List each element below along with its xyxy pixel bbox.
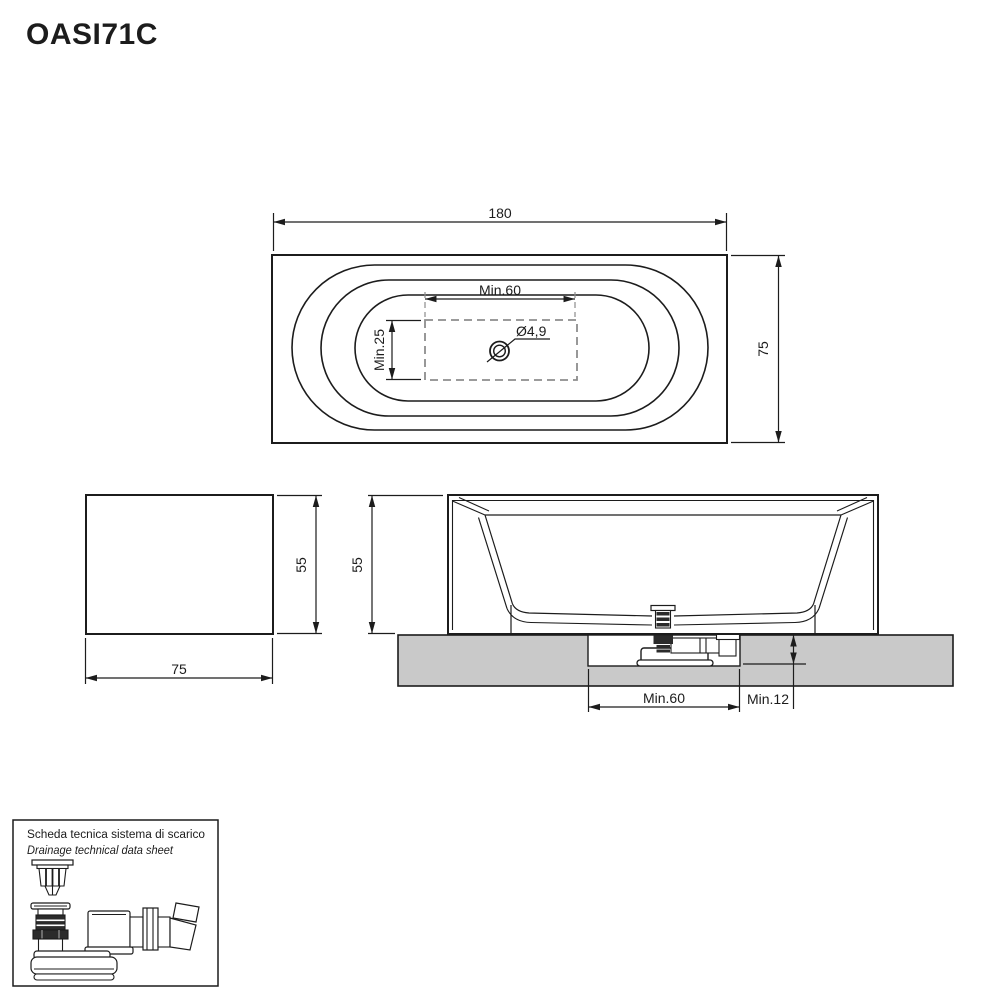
drain-siphon-illustration xyxy=(30,902,200,981)
dim-label-section-height: 55 xyxy=(349,557,365,573)
basin-floor-upper xyxy=(511,603,815,617)
dim-min-width: Min.60 xyxy=(424,282,576,317)
siphon-outlet xyxy=(169,917,197,951)
install-zone-dashed xyxy=(424,319,578,381)
tailpiece-nut xyxy=(653,635,673,644)
tailpiece-rib xyxy=(656,649,670,653)
trap-bowl xyxy=(30,956,118,975)
popup-waste-nut-facets xyxy=(41,930,60,939)
tub-outer-edge-top xyxy=(271,254,728,444)
outlet-pipe xyxy=(670,637,722,654)
dim-recess-depth: Min.12 xyxy=(743,634,806,709)
tub-rim-inner xyxy=(354,294,650,402)
side-view-outline xyxy=(85,494,274,635)
siphon-block xyxy=(87,910,131,953)
popup-waste-ribbed-body xyxy=(35,914,66,931)
waste-rib xyxy=(656,612,670,616)
basin-wall-right xyxy=(812,514,849,609)
tub-rim-outer xyxy=(291,264,709,431)
rim-chamfer-left xyxy=(452,496,490,516)
waste-fitting-section xyxy=(650,604,676,629)
drain-symbol xyxy=(489,340,510,362)
drain-trap-assembly xyxy=(636,627,741,667)
side-view: 55 75 xyxy=(84,494,322,684)
support-edges xyxy=(510,605,816,634)
rim-chamfer-right xyxy=(836,496,874,516)
tailpiece-rib xyxy=(656,645,670,648)
dim-label-recess-depth: Min.12 xyxy=(747,691,789,707)
dim-top-width: 180 xyxy=(272,205,728,251)
siphon-pipe-1 xyxy=(129,916,144,948)
strainer-clips xyxy=(45,868,60,886)
waste-rib xyxy=(656,617,670,621)
trap-bottom-lip xyxy=(33,973,115,981)
tub-section xyxy=(447,494,879,635)
popup-waste-nut xyxy=(32,929,69,940)
dim-label-width: 180 xyxy=(488,205,512,221)
drain-inner-circle xyxy=(493,344,507,358)
strainer-flange xyxy=(31,859,74,866)
waste-flange xyxy=(650,604,676,612)
dim-label-side-height: 55 xyxy=(293,557,309,573)
waste-rib xyxy=(656,623,670,627)
dim-min-depth: Min.25 xyxy=(371,319,421,381)
popup-waste-rib-gap xyxy=(36,924,65,927)
dim-label-side-width: 75 xyxy=(171,661,187,677)
siphon-flange-lines xyxy=(146,908,154,950)
section-view: 55 Min.60 Min.12 xyxy=(349,494,954,712)
dim-recess-width: Min.60 xyxy=(587,669,741,712)
datasheet-box: Scheda tecnica sistema di scarico Draina… xyxy=(12,819,219,987)
leader-line xyxy=(486,338,550,363)
popup-waste-rib-gap xyxy=(36,919,65,922)
popup-waste-neck xyxy=(37,908,64,916)
drain-strainer-illustration xyxy=(31,859,74,896)
dim-section-height: 55 xyxy=(349,494,443,635)
dim-label-min-depth: Min.25 xyxy=(371,329,387,371)
dim-side-height: 55 xyxy=(277,494,322,635)
dim-label-min-width: Min.60 xyxy=(479,282,521,298)
drain-outer-circle xyxy=(489,340,510,362)
dim-label-height: 75 xyxy=(755,341,771,357)
dim-top-height: 75 xyxy=(731,254,785,444)
datasheet-title-en: Drainage technical data sheet xyxy=(27,845,174,857)
tub-rim-middle xyxy=(320,279,680,417)
drain-diameter-callout: Ø4,9 xyxy=(486,323,550,363)
top-view: 180 75 Min.60 Min.25 Ø4,9 xyxy=(271,205,785,444)
dim-side-width: 75 xyxy=(84,638,274,684)
pipe-flange-lines xyxy=(699,638,707,653)
siphon-outlet-cap xyxy=(172,902,200,923)
basin-floor-lower xyxy=(506,608,820,626)
extension-lines xyxy=(368,494,443,635)
dim-label-recess-width: Min.60 xyxy=(643,690,685,706)
siphon-flange-disc xyxy=(142,907,159,951)
product-code: OASI71C xyxy=(26,18,158,51)
dim-label-drain-diameter: Ø4,9 xyxy=(516,323,547,339)
siphon-pipe-2 xyxy=(157,916,171,948)
basin-wall-left xyxy=(477,514,514,609)
datasheet-title-it: Scheda tecnica sistema di scarico xyxy=(27,829,205,841)
tub-wall-inner-offset xyxy=(451,499,875,630)
siphon-base-plate xyxy=(636,659,714,667)
